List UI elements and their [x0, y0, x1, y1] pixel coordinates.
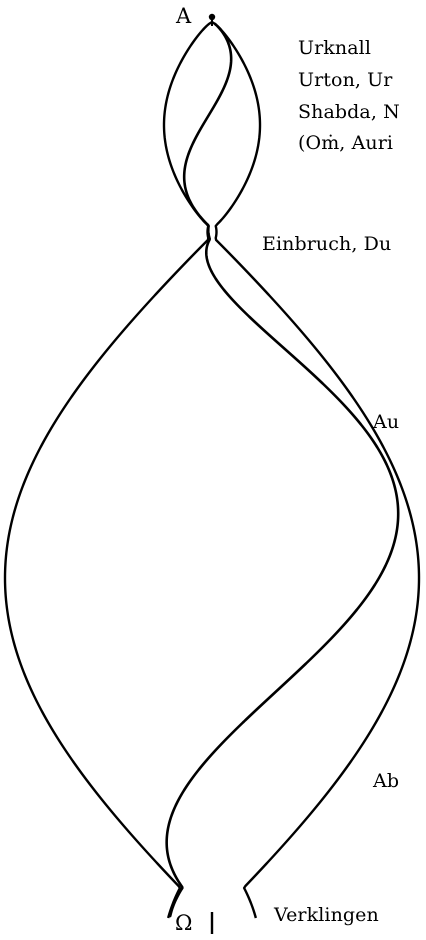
label-einbruch: Einbruch, Du	[262, 232, 391, 256]
envelope-left-edge	[5, 22, 212, 918]
spiral-wave	[167, 24, 399, 916]
start-point-dot	[209, 14, 215, 20]
end-marker-label: Ω	[175, 911, 193, 935]
label-urton: Urton, Ur	[298, 68, 392, 92]
start-marker-label: A	[176, 4, 191, 28]
label-shabda: Shabda, N	[298, 100, 400, 124]
label-abstieg: Ab	[373, 769, 399, 793]
label-om: (Oṁ, Auri	[298, 131, 393, 155]
spiral-wave-line	[167, 24, 399, 916]
label-verklingen: Verklingen	[274, 903, 379, 927]
label-aufstieg: Au	[373, 410, 399, 434]
label-urknall: Urknall	[298, 36, 371, 60]
envelope-outline	[5, 18, 419, 934]
